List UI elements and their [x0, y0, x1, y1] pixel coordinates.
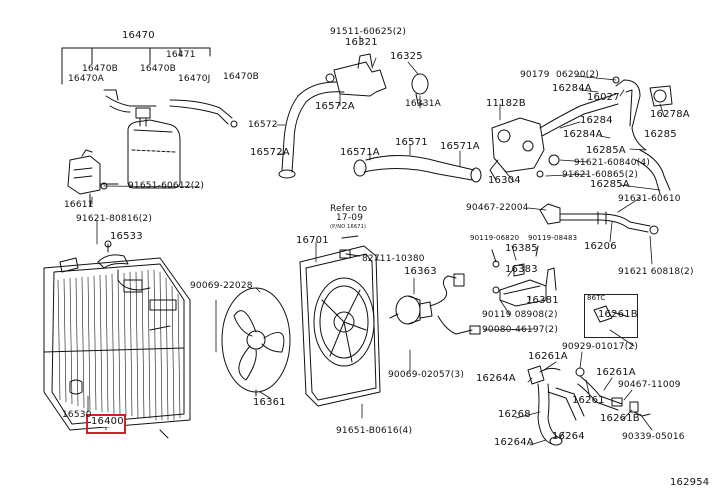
part-label-16571a[interactable]: 16571A — [340, 147, 380, 158]
part-label-16325[interactable]: 16325 — [390, 51, 423, 62]
reservoir-tank-drawing — [61, 47, 238, 207]
part-label-16264a[interactable]: 16264A — [476, 373, 516, 384]
refer-note-line3: (P/NO 16671) — [330, 224, 367, 230]
detail-view-86tc-frame — [584, 294, 638, 338]
radiator-drawing — [43, 240, 191, 439]
part-label-90119-06820[interactable]: 90119-06820 — [470, 234, 520, 242]
part-label-16268[interactable]: 16268 — [498, 409, 531, 420]
part-label-11182b[interactable]: 11182B — [486, 98, 526, 109]
part-label-16278a[interactable]: 16278A — [650, 109, 690, 120]
part-label-16264a-2[interactable]: 16264A — [494, 437, 534, 448]
part-label-16331a[interactable]: 16331A — [405, 99, 441, 109]
part-label-16400[interactable]: 16400 — [91, 416, 124, 427]
part-label-91631-60610[interactable]: 91631-60610 — [618, 194, 681, 204]
part-label-16285a[interactable]: 16285A — [586, 145, 626, 156]
part-label-90929-01017[interactable]: 90929-01017(2) — [562, 342, 639, 352]
part-label-06290[interactable]: 06290(2) — [556, 70, 599, 80]
part-label-16572a-2[interactable]: 16572A — [250, 147, 290, 158]
part-label-91651-b0616[interactable]: 91651-B0616(4) — [336, 426, 413, 436]
part-label-90119-08908[interactable]: 90119 08908(2) — [482, 310, 558, 320]
part-label-91651-60612[interactable]: 91651-60612(2) — [128, 181, 205, 191]
part-label-91621-60818[interactable]: 91621 60818(2) — [618, 267, 694, 277]
part-label-91621-60865[interactable]: 91621-60865(2) — [562, 170, 639, 180]
part-label-16381[interactable]: 16381 — [526, 295, 559, 306]
thermo-valve-assembly-drawing — [491, 203, 659, 307]
part-label-16571a-2[interactable]: 16571A — [440, 141, 480, 152]
part-label-16471[interactable]: 16471 — [166, 50, 196, 60]
part-label-16284[interactable]: 16284 — [580, 115, 613, 126]
part-label-16701[interactable]: 16701 — [296, 235, 329, 246]
part-label-91511-60625[interactable]: 91511-60625(2) — [330, 27, 407, 37]
part-label-90179[interactable]: 90179 — [520, 70, 550, 80]
part-label-16533[interactable]: 16533 — [110, 231, 143, 242]
part-label-91621-60840[interactable]: 91621-60840(4) — [574, 158, 651, 168]
part-label-16470[interactable]: 16470 — [122, 30, 155, 41]
part-label-86tc: 86TC — [587, 294, 606, 302]
leader-lines — [87, 35, 665, 446]
part-label-16321[interactable]: 16321 — [345, 37, 378, 48]
part-label-16611[interactable]: 16611 — [64, 200, 94, 210]
part-label-16261b-detail[interactable]: 16261B — [598, 309, 638, 320]
part-label-90080-46197[interactable]: 90080-46197(2) — [482, 325, 559, 335]
part-label-16284a[interactable]: 16284A — [552, 83, 592, 94]
part-label-16470b-3[interactable]: 16470B — [223, 72, 260, 82]
part-label-16470j[interactable]: 16470J — [178, 74, 211, 84]
part-label-16285[interactable]: 16285 — [644, 129, 677, 140]
part-label-16572a[interactable]: 16572A — [315, 101, 355, 112]
part-label-16261b[interactable]: 16261B — [600, 413, 640, 424]
part-label-16470b-2[interactable]: 16470B — [140, 64, 177, 74]
part-label-16470a[interactable]: 16470A — [68, 74, 104, 84]
diagram-id-code: 162954 — [670, 477, 710, 488]
part-label-90467-22004[interactable]: 90467-22004 — [466, 203, 529, 213]
fan-assembly-drawing — [221, 235, 481, 407]
part-label-16572[interactable]: 16572 — [248, 120, 278, 130]
part-label-16285a-2[interactable]: 16285A — [590, 179, 630, 190]
part-label-16261a[interactable]: 16261A — [528, 351, 568, 362]
part-label-16571[interactable]: 16571 — [395, 137, 428, 148]
part-label-16261[interactable]: 16261 — [572, 395, 605, 406]
part-label-16470b-1[interactable]: 16470B — [82, 64, 119, 74]
coolant-hoses-drawing — [278, 53, 673, 195]
part-label-90069-02057[interactable]: 90069-02057(3) — [388, 370, 465, 380]
part-label-16385[interactable]: 16385 — [505, 243, 538, 254]
refer-note-line1: Refer to — [330, 204, 368, 214]
part-label-16383[interactable]: 16383 — [505, 264, 538, 275]
part-label-90339-05016[interactable]: 90339-05016 — [622, 432, 685, 442]
part-label-90119-08483[interactable]: 90119-08483 — [528, 234, 578, 242]
part-label-16284a-2[interactable]: 16284A — [563, 129, 603, 140]
refer-note-line2[interactable]: 17-09 — [336, 213, 364, 223]
part-label-16206[interactable]: 16206 — [584, 241, 617, 252]
part-label-16027[interactable]: 16027 — [587, 92, 620, 103]
selected-part-highlight — [86, 414, 126, 434]
part-label-16363[interactable]: 16363 — [404, 266, 437, 277]
part-label-16261a-2[interactable]: 16261A — [596, 367, 636, 378]
part-label-90467-11009[interactable]: 90467-11009 — [618, 380, 681, 390]
part-label-82711-10380[interactable]: 82711-10380 — [362, 254, 425, 264]
part-label-16361[interactable]: 16361 — [253, 397, 286, 408]
part-label-16264[interactable]: 16264 — [552, 431, 585, 442]
part-label-90069-22028[interactable]: 90069-22028 — [190, 281, 253, 291]
part-label-16304[interactable]: 16304 — [488, 175, 521, 186]
part-label-91621-80816[interactable]: 91621-80816(2) — [76, 214, 153, 224]
part-label-16530[interactable]: 16530 — [62, 410, 92, 420]
